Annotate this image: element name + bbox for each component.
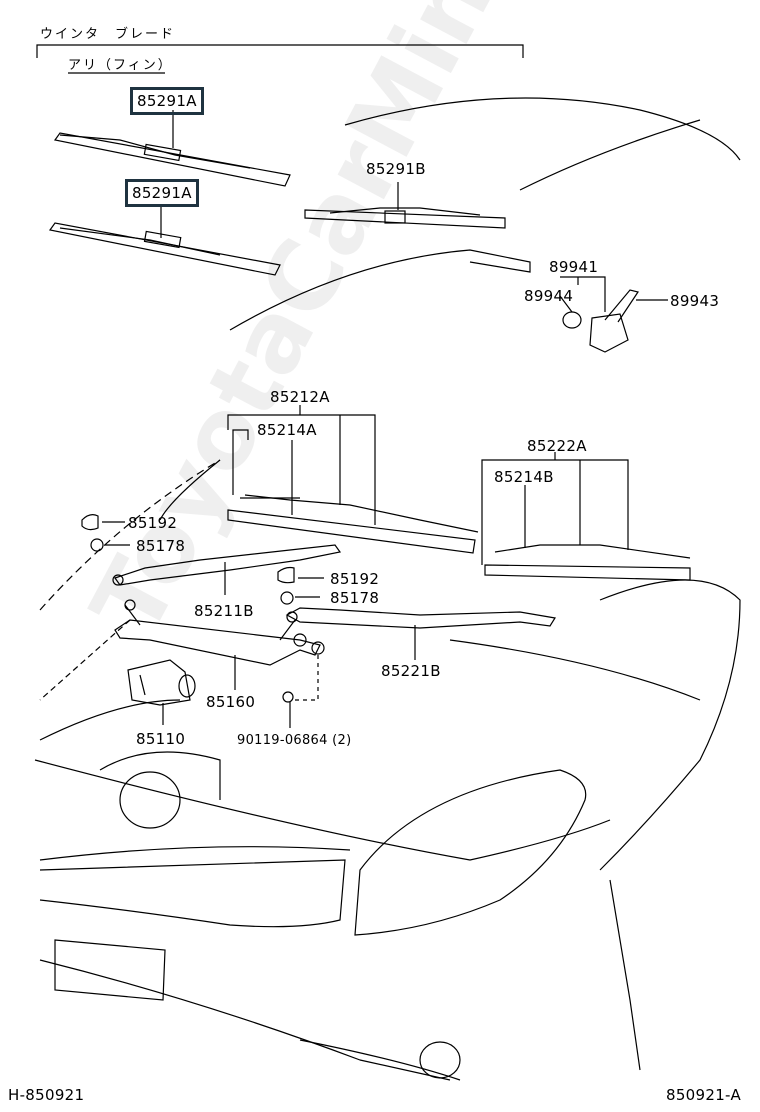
plate [54, 939, 166, 1001]
grille [39, 859, 346, 928]
fender-line [609, 879, 641, 1071]
part-label-89944[interactable]: 89944 [524, 287, 574, 305]
blade-85291A-1 [53, 132, 291, 187]
part-label-85291A-1[interactable]: 85291A [130, 87, 204, 115]
part-label-85160[interactable]: 85160 [206, 693, 256, 711]
arm-85211B [114, 544, 342, 586]
header-bracket [36, 44, 524, 58]
nut-85178-1 [90, 538, 104, 552]
headlight [354, 769, 587, 936]
cowl-line [159, 459, 221, 521]
nozzle-cap [562, 311, 582, 329]
sub-label: アリ（フィン） [68, 58, 173, 73]
arm-85221B [285, 607, 556, 629]
group-label: ウインタ ブレード [40, 27, 176, 42]
part-label-85221B[interactable]: 85221B [381, 662, 441, 680]
footer-left-code: H-850921 [8, 1086, 85, 1104]
nut-85178-2 [280, 591, 294, 605]
part-label-85178-1[interactable]: 85178 [136, 537, 186, 555]
hood-crease [449, 639, 701, 701]
cap-85192-1 [81, 514, 99, 531]
windshield-lower [229, 249, 531, 331]
part-label-85214A[interactable]: 85214A [257, 421, 317, 439]
part-label-85178-2[interactable]: 85178 [330, 589, 380, 607]
motor-85110 [127, 659, 191, 706]
part-label-85222A[interactable]: 85222A [527, 437, 587, 455]
link-85160 [114, 619, 321, 666]
cap-85192-2 [277, 566, 295, 584]
windshield-outline [344, 97, 741, 161]
bumper-lower [39, 959, 451, 1081]
emblem [119, 771, 181, 829]
bracket-85212A [227, 414, 376, 525]
blade-85291B [304, 209, 506, 229]
part-label-90119-06864[interactable]: 90119-06864 (2) [237, 733, 352, 748]
hood-edge [34, 759, 611, 861]
blade-85212A [227, 509, 476, 554]
part-label-85211B[interactable]: 85211B [194, 602, 254, 620]
intake [299, 1039, 461, 1081]
part-label-89941[interactable]: 89941 [549, 258, 599, 276]
bumper-upper [39, 846, 351, 861]
part-label-85214B[interactable]: 85214B [494, 468, 554, 486]
part-label-85192-1[interactable]: 85192 [128, 514, 178, 532]
part-label-85291B[interactable]: 85291B [366, 160, 426, 178]
nozzle-body [589, 313, 629, 353]
part-label-85110[interactable]: 85110 [136, 730, 186, 748]
part-label-85212A[interactable]: 85212A [270, 388, 330, 406]
blade-85291A-2 [48, 222, 281, 276]
right-fender [599, 579, 741, 871]
a-pillar [39, 459, 221, 611]
part-label-85192-2[interactable]: 85192 [330, 570, 380, 588]
hood-front [39, 699, 181, 741]
front-curve [99, 751, 221, 800]
part-label-89943[interactable]: 89943 [670, 292, 720, 310]
blade-85222A [484, 564, 691, 581]
footer-right-code: 850921-A [666, 1086, 742, 1104]
fog-light [419, 1041, 461, 1079]
part-label-85291A-2[interactable]: 85291A [125, 179, 199, 207]
hood-edge-upper [519, 119, 701, 191]
